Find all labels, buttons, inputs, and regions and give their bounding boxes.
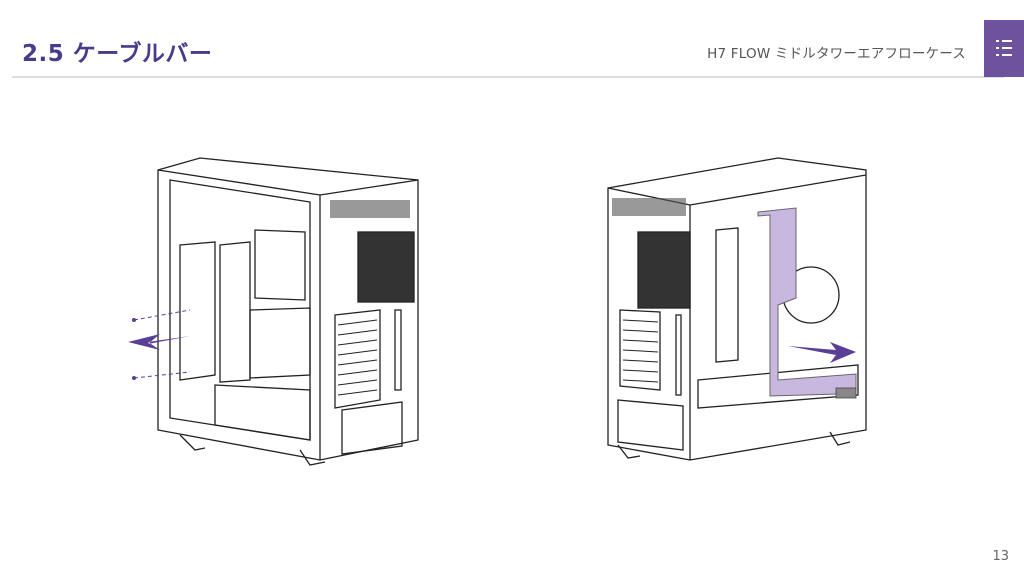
case-illustration-installed [607,157,867,461]
product-name: H7 FLOW ミドルタワーエアフローケース [707,46,966,62]
page-number: 13 [992,549,1009,564]
section-title: 2.5 ケーブルバー [22,41,213,67]
menu-button[interactable] [984,20,1024,77]
case-illustration-removal [128,157,419,466]
header-divider [12,76,1004,78]
